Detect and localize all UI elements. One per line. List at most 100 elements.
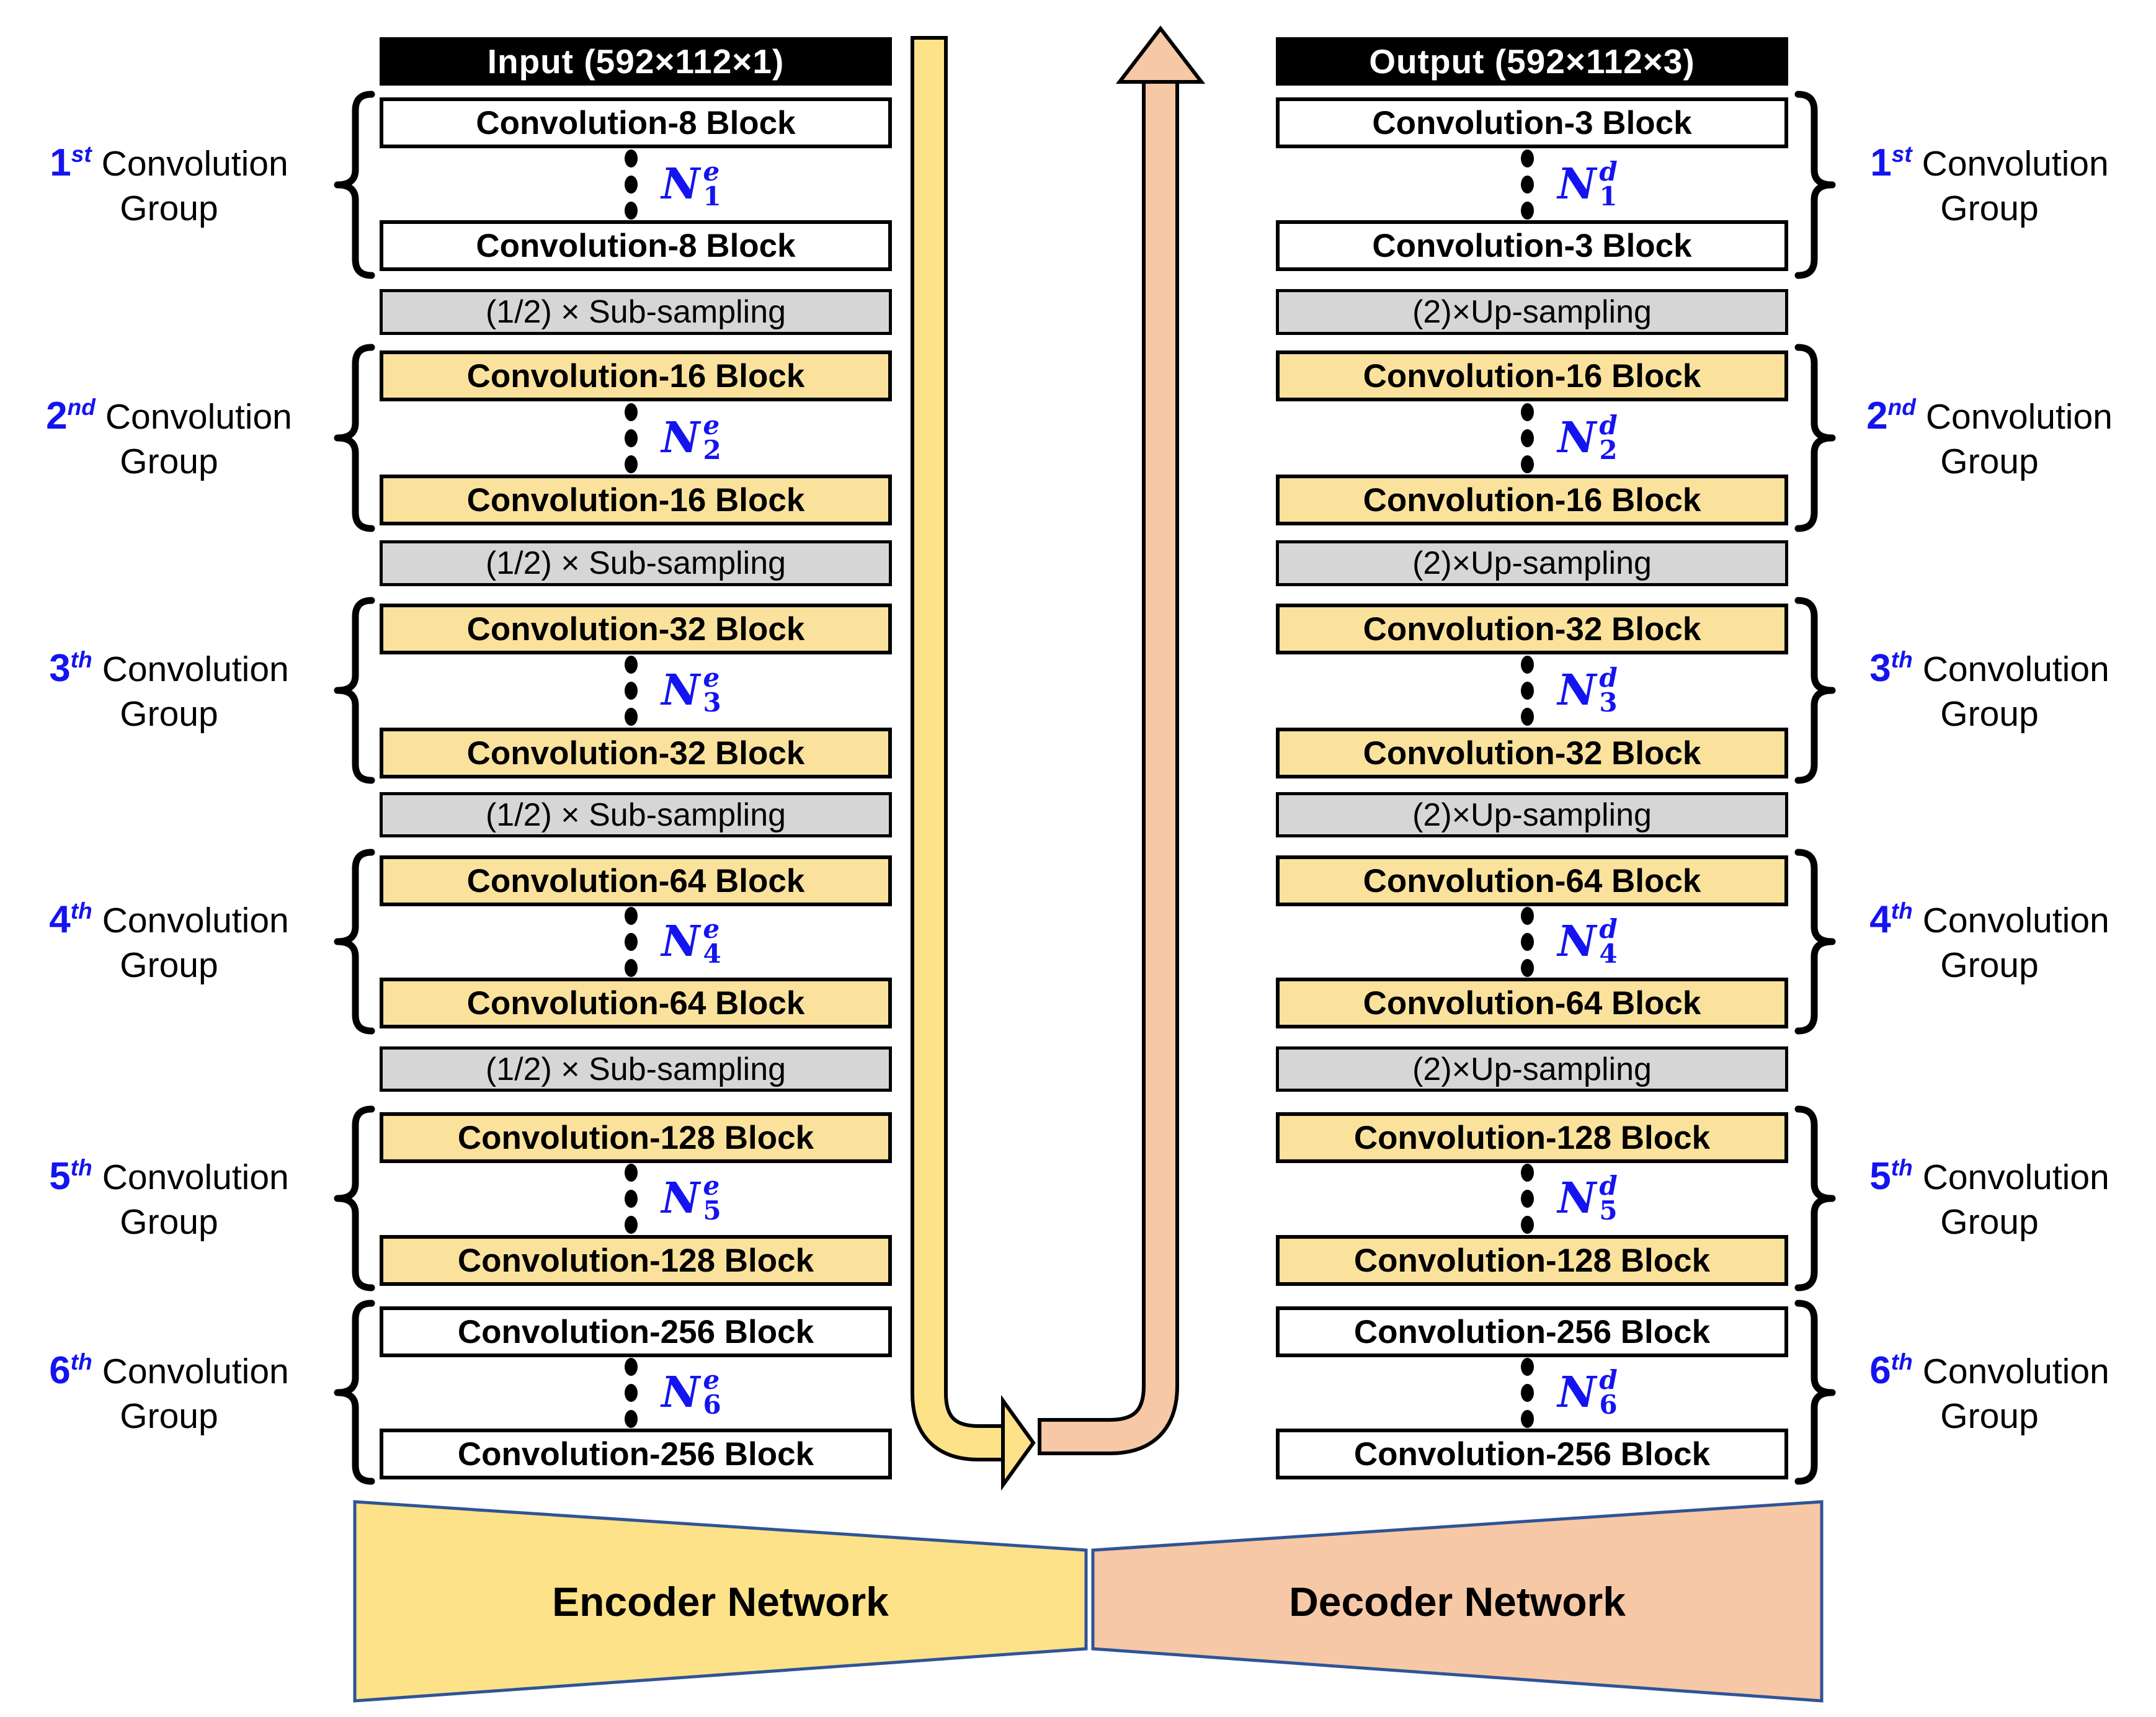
group-bracket-right-5	[1794, 1105, 1836, 1291]
group-ordinal: 5	[49, 1154, 71, 1198]
dot	[625, 175, 638, 194]
group-bracket-left-2	[334, 344, 375, 532]
group-word: Convolution	[101, 143, 288, 184]
vertical-ellipsis-dots	[1521, 403, 1535, 473]
decoder-conv-block: Convolution-32 Block	[1276, 728, 1788, 778]
n-superscript: e	[703, 914, 720, 945]
encoder-conv-block: Convolution-16 Block	[380, 350, 892, 401]
group-word2: Group	[1940, 694, 2039, 734]
n-subscript: 4	[703, 939, 721, 969]
n-letter: N	[1557, 413, 1597, 463]
n-subscript: 6	[703, 1389, 721, 1420]
encoder-network-label: Encoder Network	[552, 1578, 889, 1625]
n-superscript: e	[703, 1365, 720, 1396]
group-ordinal-suffix: nd	[67, 394, 96, 420]
n-letter: N	[661, 159, 700, 209]
n-subscript: 5	[703, 1195, 721, 1226]
group-bracket-left-4	[334, 849, 375, 1035]
group-bracket-right-1	[1794, 91, 1836, 279]
encoder-subsampling: (1/2) × Sub-sampling	[380, 289, 892, 335]
vertical-ellipsis-dots	[1521, 149, 1535, 220]
dot	[1521, 1357, 1535, 1376]
group-ordinal-suffix: th	[1891, 646, 1913, 672]
group-ordinal: 6	[49, 1349, 71, 1392]
decoder-conv-block: Convolution-64 Block	[1276, 978, 1788, 1028]
dot	[625, 932, 638, 951]
group-bracket-right-2	[1794, 344, 1836, 532]
group-word2: Group	[1940, 1202, 2039, 1242]
group-word: Convolution	[102, 649, 289, 689]
group-ordinal-suffix: th	[70, 646, 92, 672]
group-ordinal-suffix: th	[1891, 1349, 1913, 1375]
decoder-upsampling: (2)×Up-sampling	[1276, 540, 1788, 586]
dot	[1521, 655, 1535, 674]
dot	[625, 1215, 638, 1234]
encoder-conv-block: Convolution-64 Block	[380, 978, 892, 1028]
dot	[625, 201, 638, 220]
group-word: Convolution	[102, 900, 289, 940]
group-ordinal: 1	[1870, 141, 1892, 184]
dot	[1521, 932, 1535, 951]
vertical-ellipsis-dots	[625, 1163, 638, 1234]
vertical-ellipsis-dots	[1521, 1163, 1535, 1234]
decoder-conv-block: Convolution-128 Block	[1276, 1235, 1788, 1286]
group-word2: Group	[1940, 1396, 2039, 1437]
group-word: Convolution	[105, 396, 292, 437]
group-ordinal-suffix: st	[1891, 141, 1912, 167]
n-letter: N	[661, 666, 700, 715]
encoder-flow-pipe	[914, 40, 1004, 1458]
group-ordinal-suffix: st	[71, 141, 92, 167]
n-letter: N	[1557, 1368, 1597, 1417]
n-letter: N	[1557, 159, 1597, 209]
vertical-ellipsis-dots	[625, 1357, 638, 1428]
encoder-conv-block: Convolution-8 Block	[380, 220, 892, 271]
decoder-upsampling: (2)×Up-sampling	[1276, 289, 1788, 335]
n-superscript: d	[1599, 410, 1618, 441]
group-word: Convolution	[1922, 900, 2109, 940]
group-ordinal-suffix: th	[70, 1154, 92, 1180]
group-word2: Group	[120, 1202, 218, 1242]
dot	[625, 958, 638, 977]
group-word2: Group	[1940, 442, 2039, 482]
dot	[1521, 175, 1535, 194]
encoder-conv-block: Convolution-32 Block	[380, 728, 892, 778]
n-letter: N	[661, 413, 700, 463]
decoder-flow-pipe	[1041, 74, 1175, 1452]
vertical-ellipsis-dots	[625, 403, 638, 473]
n-superscript: e	[703, 156, 720, 187]
encoder-subsampling: (1/2) × Sub-sampling	[380, 540, 892, 586]
encoder-conv-block: Convolution-256 Block	[380, 1429, 892, 1479]
n-subscript: 1	[703, 181, 721, 212]
dot	[1521, 1409, 1535, 1428]
decoder-conv-block: Convolution-16 Block	[1276, 475, 1788, 525]
n-superscript: e	[703, 662, 720, 693]
n-superscript: d	[1599, 662, 1618, 693]
dot	[1521, 1189, 1535, 1208]
